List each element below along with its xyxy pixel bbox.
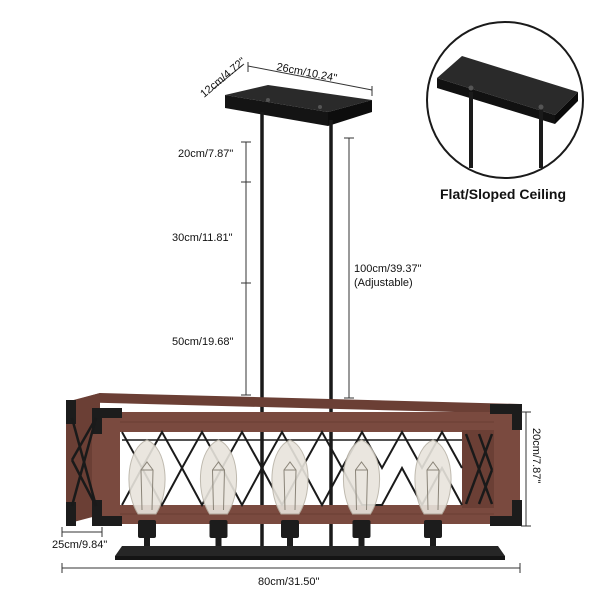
adjustable-note: (Adjustable) <box>354 277 413 289</box>
bulb-socket <box>138 520 156 538</box>
bulb-group <box>128 439 452 546</box>
hanging-rods <box>260 112 333 548</box>
bulb-socket <box>281 520 299 538</box>
canopy-dimension-lines <box>211 62 373 96</box>
fixture-length-label: 80cm/31.50" <box>258 576 319 588</box>
inset-caption: Flat/Sloped Ceiling <box>440 186 566 202</box>
total-rod-length-label: 100cm/39.37" <box>354 263 422 275</box>
bulb-socket <box>209 520 228 538</box>
ceiling-canopy <box>225 85 372 126</box>
fixture-length-dimension <box>61 563 521 573</box>
fixture-height-dimension <box>521 411 531 527</box>
rod-segment-top-label: 20cm/7.87" <box>178 148 233 160</box>
canopy-width-label: 26cm/10.24" <box>275 61 338 85</box>
rod-segment-markers <box>241 141 251 396</box>
bulb-socket <box>424 520 442 538</box>
edison-bulb <box>342 439 381 546</box>
fixture-height-label: 20cm/7.87" <box>530 428 542 483</box>
edison-bulb <box>128 439 166 546</box>
bottom-bar <box>115 546 505 560</box>
edison-bulb <box>414 439 452 546</box>
fixture-depth-label: 25cm/9.84" <box>52 539 107 551</box>
total-rod-dimension <box>344 137 354 399</box>
bulb-socket <box>352 520 371 538</box>
rod-segment-middle-label: 30cm/11.81" <box>172 232 233 244</box>
fixture-depth-dimension <box>61 527 103 537</box>
edison-bulb <box>199 439 238 546</box>
ceiling-detail-inset <box>426 21 584 179</box>
edison-bulb <box>271 439 309 546</box>
fixture-frame <box>66 393 522 526</box>
rod-segment-bottom-label: 50cm/19.68" <box>172 336 233 348</box>
